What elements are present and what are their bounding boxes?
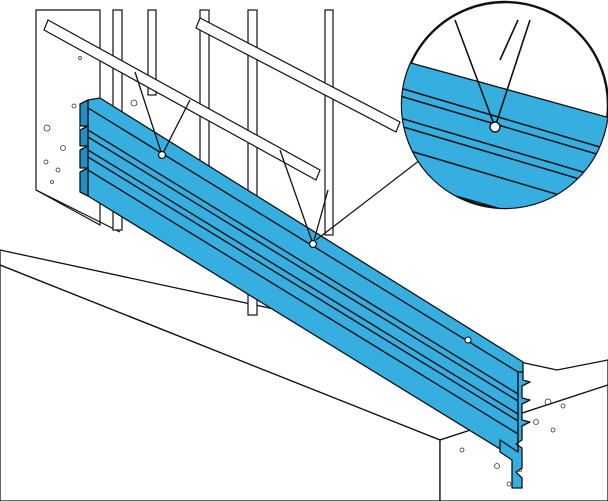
- magnifier-circle-icon: [400, 0, 608, 210]
- strip-right-end: [499, 371, 531, 489]
- strip-tie-hole: [464, 336, 472, 344]
- concrete-stipple-right: [459, 398, 566, 487]
- wire-tie-icon: [134, 71, 191, 160]
- wire-ties: [134, 71, 329, 249]
- rebar-horizontal-1: [43, 19, 321, 181]
- rebar-horizontal-2: [195, 17, 401, 133]
- rebar-vertical-2: [147, 9, 157, 96]
- slab-end-face: [439, 384, 608, 501]
- horizontal-rebars: [43, 17, 401, 181]
- rebar-vertical-5: [324, 9, 334, 236]
- waterstop-strip: [79, 97, 531, 489]
- wire-tie-icon: [279, 149, 329, 249]
- strip-ribs: [87, 129, 519, 435]
- rebar-vertical-4: [247, 9, 258, 316]
- detail-leader-line: [315, 159, 421, 241]
- slab-front-face: [0, 264, 441, 501]
- strip-left-end: [79, 99, 89, 197]
- detail-tie-hole: [489, 121, 501, 133]
